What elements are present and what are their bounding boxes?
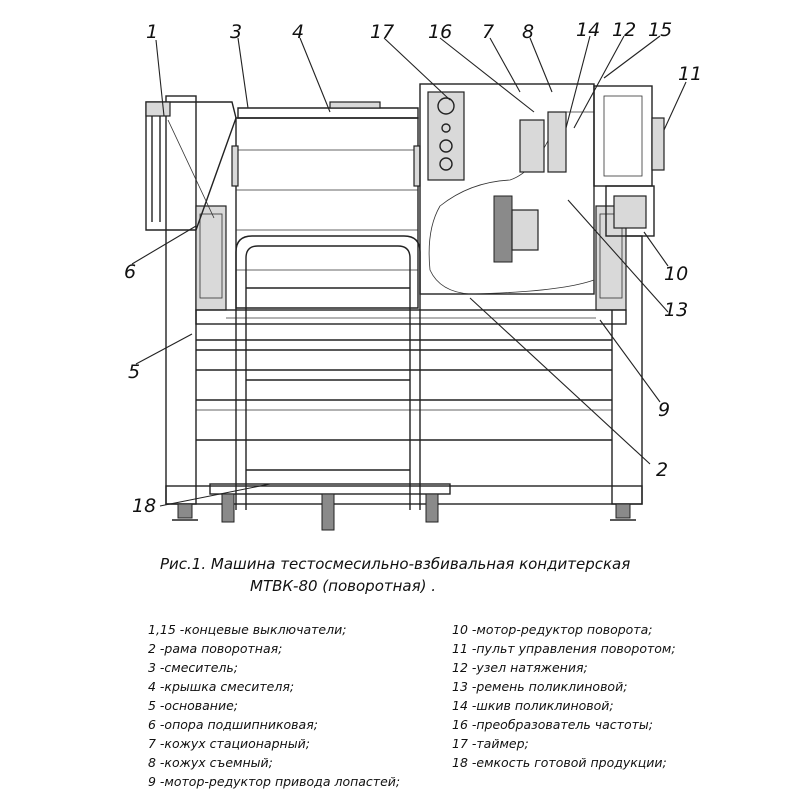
callout-14: 14 (576, 19, 600, 41)
legend-item: 4 -крышка смесителя; (148, 679, 295, 694)
callout-12: 12 (612, 19, 636, 41)
base-frame (165, 95, 643, 521)
callout-6: 6 (124, 261, 136, 283)
legend-item: 1,15 -концевые выключатели; (148, 622, 347, 637)
callout-5: 5 (128, 361, 140, 383)
callout-18: 18 (132, 495, 156, 517)
callout-1: 1 (146, 21, 158, 43)
callout-7: 7 (482, 21, 494, 43)
legend-item: 12 -узел натяжения; (452, 660, 588, 675)
legend-item: 2 -рама поворотная; (148, 641, 283, 656)
legend-item: 18 -емкость готовой продукции; (452, 755, 667, 770)
callout-4: 4 (292, 21, 304, 43)
legend-item: 3 -смеситель; (148, 660, 238, 675)
mixer-bowl (231, 117, 421, 309)
lid-arm (145, 101, 237, 231)
callout-17: 17 (370, 21, 394, 43)
legend-item: 5 -основание; (148, 698, 239, 713)
legend-item: 13 -ремень поликлиновой; (452, 679, 628, 694)
drive-cabinet (419, 83, 595, 295)
swivel-control-panel (593, 85, 665, 187)
legend-item: 16 -преобразователь частоты; (452, 717, 653, 732)
legend-item: 17 -таймер; (452, 736, 529, 751)
machine-drawing: 1 3 4 17 16 7 8 14 12 15 11 6 10 5 13 9 … (124, 19, 702, 531)
callout-3: 3 (230, 21, 242, 43)
mixer-lid (237, 101, 419, 119)
callout-9: 9 (658, 399, 670, 421)
legend-item: 7 -кожух стационарный; (148, 736, 310, 751)
callout-2: 2 (656, 459, 668, 481)
product-cart (209, 235, 451, 531)
leader-lines (131, 35, 687, 507)
legend-item: 6 -опора подшипниковая; (148, 717, 318, 732)
callout-16: 16 (428, 21, 452, 43)
swivel-gear-motor (605, 185, 655, 237)
legend-item: 10 -мотор-редуктор поворота; (452, 622, 653, 637)
legend-item: 11 -пульт управления поворотом; (452, 641, 676, 656)
legend-item: 9 -мотор-редуктор привода лопастей; (148, 774, 401, 789)
legend-left-column: 1,15 -концевые выключатели; 2 -рама пово… (148, 620, 400, 791)
callout-labels: 1 3 4 17 16 7 8 14 12 15 11 6 10 5 13 9 … (124, 19, 702, 517)
legend-item: 8 -кожух съемный; (148, 755, 273, 770)
callout-8: 8 (522, 21, 534, 43)
callout-11: 11 (678, 63, 702, 85)
rotating-frame (195, 309, 627, 325)
callout-15: 15 (648, 19, 672, 41)
figure-caption: Рис.1. Машина тестосмесильно-взбивальная… (160, 553, 780, 597)
callout-13: 13 (664, 299, 688, 321)
caption-line-2: МТВК-80 (поворотная) . (250, 577, 437, 595)
callout-10: 10 (664, 263, 688, 285)
legend-right-column: 10 -мотор-редуктор поворота; 11 -пульт у… (452, 620, 676, 772)
caption-line-1: Рис.1. Машина тестосмесильно-взбивальная… (160, 555, 631, 573)
legend-item: 14 -шкив поликлиновой; (452, 698, 614, 713)
